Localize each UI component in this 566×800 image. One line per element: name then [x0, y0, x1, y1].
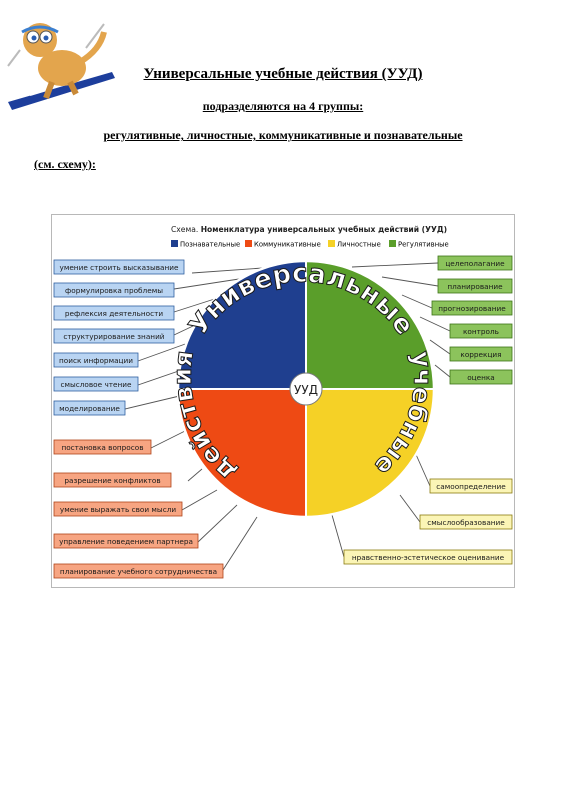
sector-communicative [178, 389, 306, 517]
communicative-box [53, 563, 224, 579]
regulatory-box [437, 255, 513, 271]
cognitive-label: формулировка проблемы [65, 286, 163, 295]
communicative-box [53, 501, 183, 517]
cognitive-box [53, 376, 139, 392]
cognitive-box [53, 282, 175, 298]
personal-label: смыслообразование [427, 518, 505, 527]
label-boxes: умение строить высказывание формулировка … [53, 255, 513, 579]
sector-personal [306, 389, 434, 517]
regulatory-box [437, 278, 513, 294]
cognitive-box [53, 259, 185, 275]
cognitive-label: рефлексия деятельности [65, 309, 164, 318]
regulatory-label: целеполагание [445, 259, 505, 268]
communicative-box [53, 439, 152, 455]
scheme-caption: Схема. Номенклатура универсальных учебны… [171, 225, 447, 234]
regulatory-box [449, 369, 513, 385]
regulatory-box [449, 323, 513, 339]
skiing-cat-mascot [7, 23, 115, 110]
page-subtitle: подразделяются на 4 группы: [202, 99, 364, 113]
regulatory-label: оценка [467, 373, 495, 382]
personal-label: самоопределение [436, 482, 506, 491]
legend-label-personal: Личностные [337, 241, 381, 249]
cognitive-label: смысловое чтение [60, 380, 132, 389]
legend-swatch-communicative [245, 240, 252, 247]
communicative-box [53, 533, 199, 549]
cognitive-box [53, 328, 175, 344]
groups-line: регулятивные, личностные, коммуникативны… [103, 128, 463, 142]
center-circle [289, 372, 323, 406]
legend-swatch-regulatory [389, 240, 396, 247]
communicative-label: умение выражать свои мысли [60, 505, 176, 514]
cognitive-box [53, 305, 175, 321]
legend-swatch-cognitive [171, 240, 178, 247]
regulatory-label: прогнозирование [438, 304, 506, 313]
uud-scheme: Схема. Номенклатура универсальных учебны… [51, 214, 515, 588]
communicative-label: постановка вопросов [61, 443, 143, 452]
legend-label-cognitive: Познавательные [180, 241, 240, 249]
cognitive-box [53, 352, 139, 368]
cognitive-label: умение строить высказывание [60, 263, 179, 272]
uud-scheme-drawing: Схема. Номенклатура универсальных учебны… [53, 225, 513, 579]
legend-swatch-personal [328, 240, 335, 247]
regulatory-label: планирование [447, 282, 503, 291]
mascot-body [38, 50, 86, 86]
center-label: УУД [294, 383, 318, 397]
communicative-label: управление поведением партнера [59, 537, 193, 546]
personal-box [343, 549, 513, 565]
cognitive-label: поиск информации [59, 356, 133, 365]
sector-cognitive [178, 261, 306, 389]
cognitive-label: моделирование [59, 404, 120, 413]
regulatory-label: коррекция [460, 350, 501, 359]
sector-regulatory [306, 261, 434, 389]
legend-label-communicative: Коммуникативные [254, 241, 321, 249]
communicative-label: разрешение конфликтов [64, 476, 160, 485]
communicative-label: планирование учебного сотрудничества [60, 567, 217, 576]
personal-label: нравственно-эстетическое оценивание [352, 553, 505, 562]
legend-label-regulatory: Регулятивные [398, 241, 449, 249]
communicative-box [53, 472, 172, 488]
regulatory-box [449, 346, 513, 362]
cognitive-box [53, 400, 126, 416]
regulatory-box [431, 300, 513, 316]
see-scheme-note: (см. схему): [34, 157, 96, 171]
page-title: Универсальные учебные действия (УУД) [143, 66, 423, 82]
cognitive-label: структурирование знаний [63, 332, 164, 341]
legend: Познавательные Коммуникативные Личностны… [171, 240, 449, 249]
uud-wheel: Универсальные учебные действия УУД [167, 258, 438, 519]
regulatory-label: контроль [463, 327, 499, 336]
personal-box [419, 514, 513, 530]
personal-box [429, 478, 513, 494]
